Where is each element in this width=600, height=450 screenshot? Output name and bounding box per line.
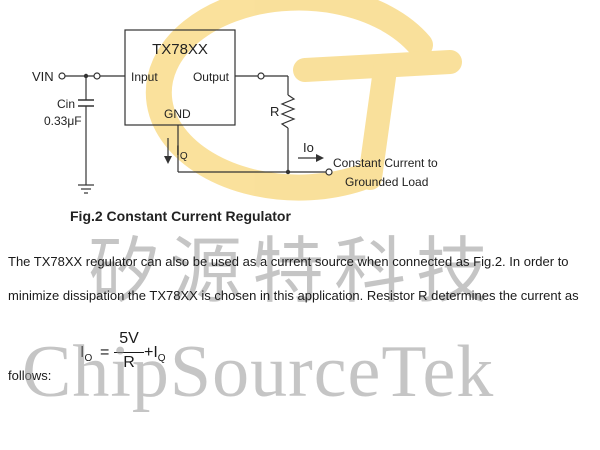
load-terminal: [325, 168, 333, 176]
formula-lhs-sub: O: [84, 353, 93, 365]
load-label-line1: Constant Current to: [333, 156, 438, 170]
ic-name: TX78XX: [152, 41, 208, 58]
output-node: [257, 72, 265, 80]
ic-box: [124, 29, 236, 126]
pin-gnd-label: GND: [164, 107, 191, 121]
formula-plus-sub: Q: [157, 353, 166, 365]
resistor-r: [280, 94, 296, 129]
paragraph-line-2: minimize dissipation the TX78XX is chose…: [8, 288, 579, 303]
cin-label: Cin: [57, 97, 75, 111]
current-formula: IO = 5V R +IQ: [80, 330, 170, 380]
gnd-junction: [285, 169, 291, 175]
formula-fraction-bar: [114, 352, 144, 353]
formula-plus-iq: +IQ: [144, 344, 166, 364]
formula-plus-main: +I: [144, 344, 158, 361]
cin-capacitor: [78, 76, 94, 185]
cin-value: 0.33μF: [44, 114, 82, 128]
formula-denominator: R: [123, 354, 135, 371]
io-arrow: [298, 154, 324, 162]
formula-equals: =: [100, 344, 110, 361]
iq-main: I: [176, 142, 180, 158]
iq-sub: Q: [180, 151, 188, 162]
figure-caption: Fig.2 Constant Current Regulator: [70, 208, 291, 224]
vin-label: VIN: [32, 69, 54, 84]
formula-lhs: IO: [80, 344, 92, 364]
iq-arrow: [164, 138, 172, 164]
formula-numerator: 5V: [119, 330, 139, 347]
ground-symbol: [78, 184, 94, 194]
input-node: [93, 72, 101, 80]
vin-terminal: [58, 72, 66, 80]
paragraph-line-1: The TX78XX regulator can also be used as…: [8, 254, 569, 269]
resistor-label: R: [270, 104, 279, 119]
pin-input-label: Input: [131, 70, 158, 84]
follows-label: follows:: [8, 368, 52, 383]
pin-output-label: Output: [193, 70, 230, 84]
chipsourcetek-logo: [145, 0, 462, 201]
iq-label: IQ: [176, 142, 188, 162]
io-label: Io: [303, 140, 314, 155]
load-label-line2: Grounded Load: [345, 175, 428, 189]
formula-lhs-main: I: [80, 344, 85, 361]
